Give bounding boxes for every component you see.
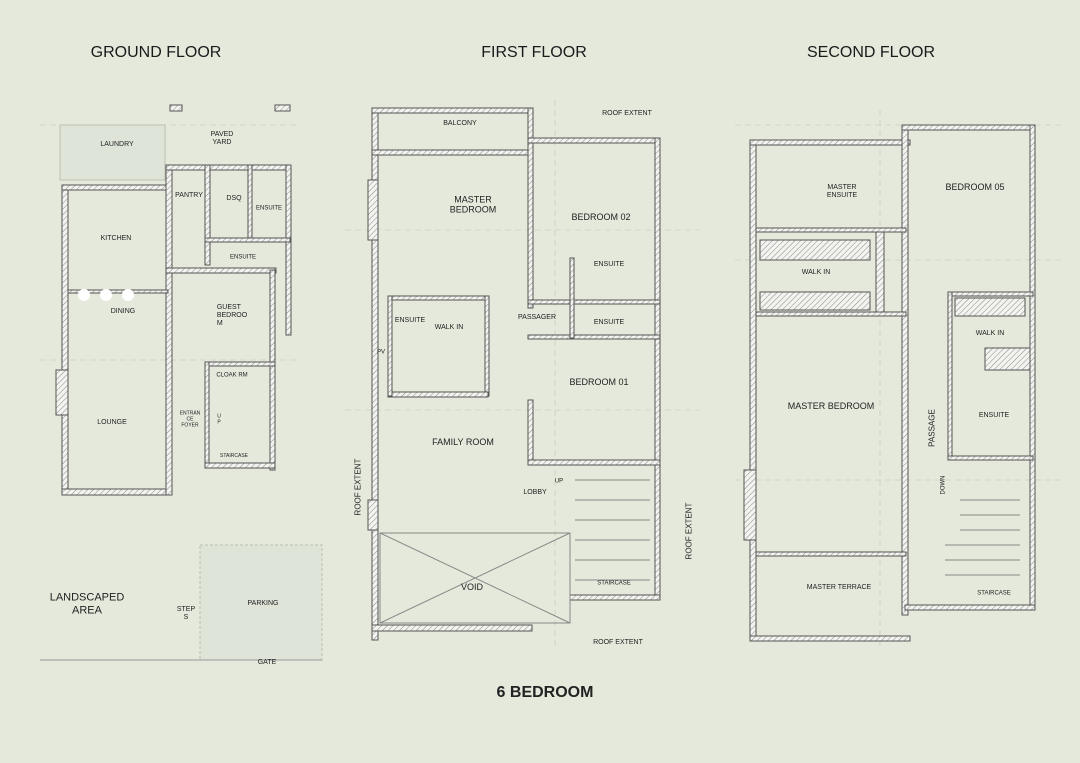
roof-extent-label: ROOF EXTENT (684, 502, 694, 560)
room-label: MASTER BEDROOM (787, 400, 875, 411)
gate-label: GATE (257, 658, 277, 666)
room-label: BALCONY (443, 119, 477, 127)
plan-caption: 6 BEDROOM (496, 683, 594, 701)
room-label: ENTRAN CE FOYER (179, 410, 201, 428)
grid-lines (40, 100, 1065, 650)
stair-up-label: UP (554, 478, 564, 485)
room-label: PV (376, 349, 386, 356)
room-label: PASSAGE (927, 409, 937, 447)
laundry-area (59, 124, 166, 181)
second-floor-title: SECOND FLOOR (806, 43, 936, 61)
room-label: CLOAK RM (216, 372, 248, 379)
ground-floor-walls (55, 104, 292, 496)
room-label: LOUNGE (97, 418, 127, 426)
room-label: STAIRCASE (597, 580, 631, 587)
room-label: ENSUITE (255, 205, 283, 212)
room-label: MASTER TERRACE (806, 583, 872, 591)
first-floor-stair-treads (575, 479, 650, 581)
room-label: LAUNDRY (100, 140, 134, 148)
dining-lights (78, 289, 134, 301)
room-label: BEDROOM 01 (569, 376, 629, 387)
room-label: STAIRCASE (220, 453, 248, 460)
room-label: PASSAGER (518, 313, 556, 321)
landscaped-area-label: LANDSCAPED AREA (49, 591, 125, 616)
room-label: ENSUITE (593, 318, 625, 326)
room-label: FAMILY ROOM (432, 436, 494, 447)
roof-extent-label: ROOF EXTENT (593, 638, 643, 646)
room-label: VOID (460, 581, 484, 592)
room-label: DINING (110, 307, 136, 315)
second-floor-walls (743, 124, 1036, 642)
stair-up-label: U P (217, 413, 221, 425)
room-label: DSQ (226, 194, 242, 202)
room-label: WALK IN (434, 323, 464, 331)
room-label: BEDROOM 05 (945, 181, 1005, 192)
room-label: ENSUITE (593, 260, 625, 268)
first-floor-walls (367, 107, 661, 641)
room-label: GUEST BEDROO M (216, 303, 248, 328)
stair-down-label: DOWN (940, 475, 947, 495)
second-floor-stair-treads (945, 499, 1020, 576)
room-label: LOBBY (523, 488, 547, 496)
room-label: ENSUITE (978, 411, 1010, 419)
roof-extent-label: ROOF EXTENT (353, 458, 363, 516)
room-label: ENSUITE (229, 254, 257, 261)
room-label: WALK IN (975, 329, 1005, 337)
room-label: KITCHEN (100, 234, 132, 242)
room-label: ENSUITE (394, 316, 426, 324)
room-label: PANTRY (175, 191, 203, 199)
room-label: BEDROOM 02 (571, 211, 631, 222)
parking-label: PARKING (247, 599, 279, 607)
room-label: PAVED YARD (210, 130, 234, 146)
roof-extent-label: ROOF EXTENT (602, 109, 652, 117)
first-floor-title: FIRST FLOOR (481, 43, 587, 61)
void-cross (379, 532, 571, 624)
room-label: MASTER BEDROOM (449, 194, 497, 215)
steps-label: STEP S (176, 605, 196, 621)
parking-area (199, 544, 323, 661)
room-label: MASTER ENSUITE (826, 183, 858, 199)
room-label: WALK IN (801, 268, 831, 276)
ground-floor-title: GROUND FLOOR (90, 43, 222, 61)
room-label: STAIRCASE (977, 590, 1011, 597)
